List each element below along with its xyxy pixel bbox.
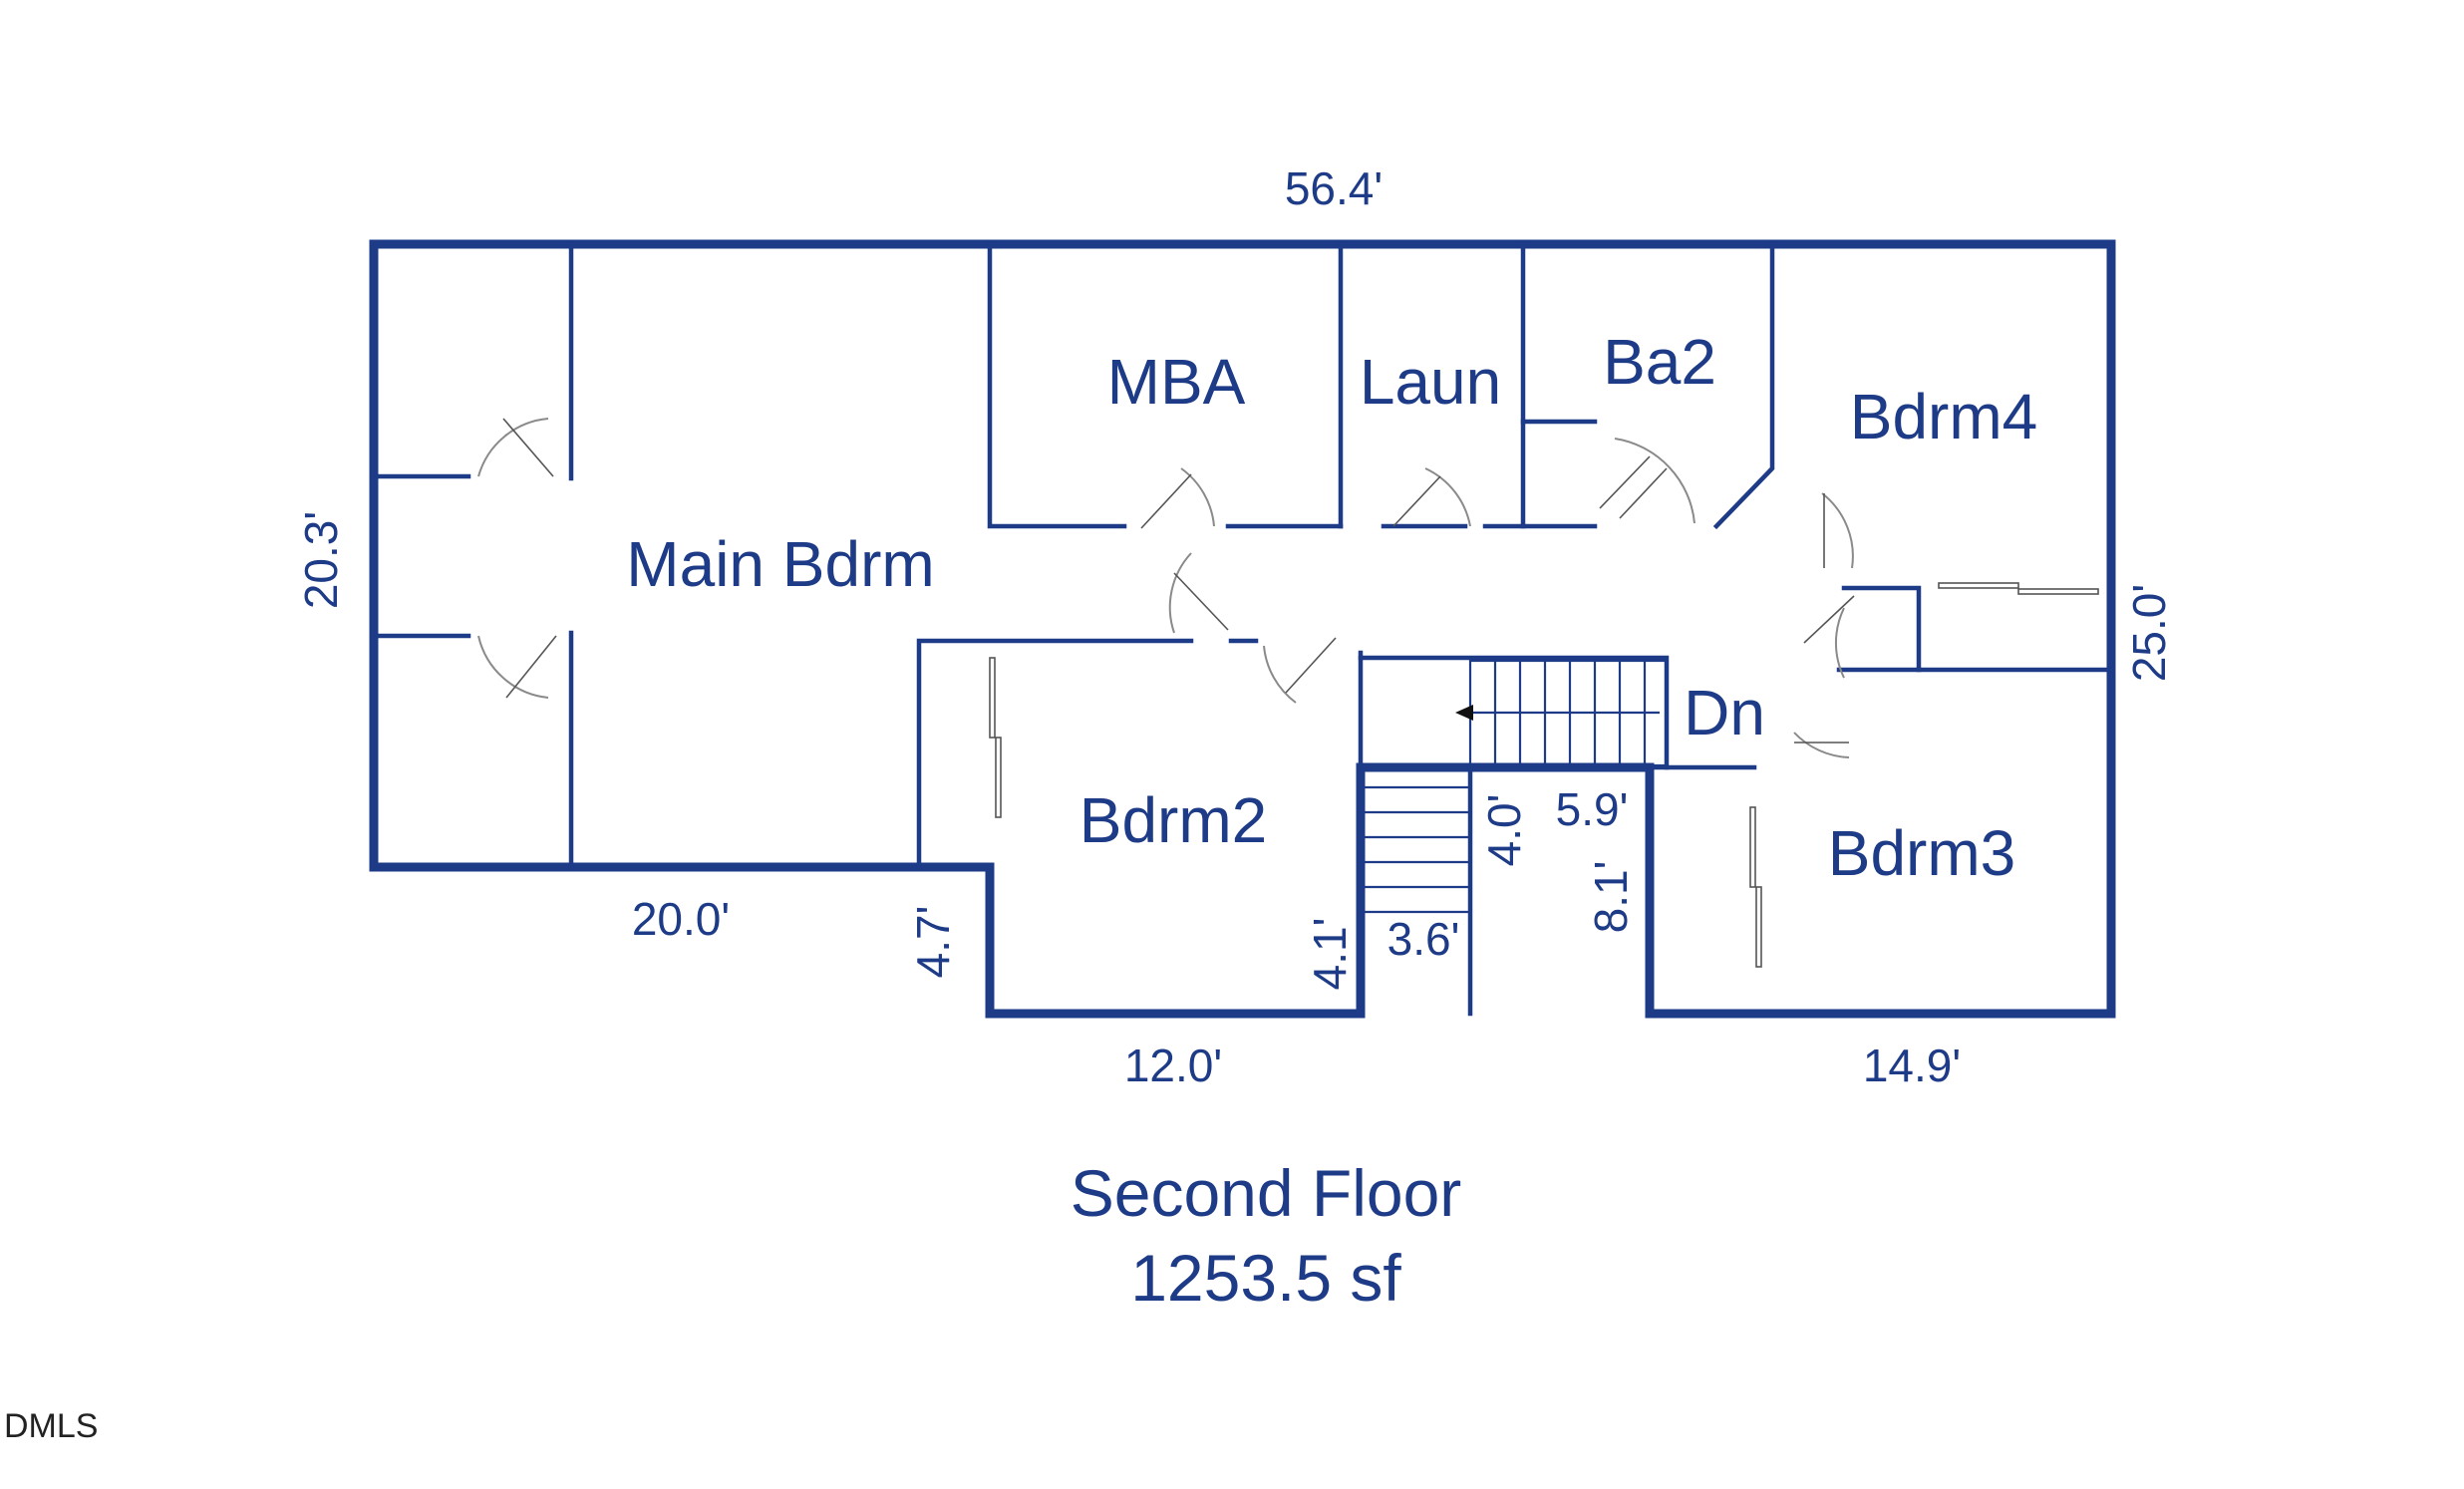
stair-direction-arrow-icon <box>1455 705 1473 721</box>
sliding-doors <box>989 582 2099 968</box>
dim-bdrm2-offset: 4.7' <box>907 906 959 979</box>
dim-stair-width: 3.6' <box>1387 913 1460 965</box>
floor-area: 1253.5 sf <box>1130 1241 1401 1315</box>
room-label-ba2: Ba2 <box>1603 326 1716 398</box>
dim-right-height: 25.0' <box>2123 584 2175 682</box>
dim-bdrm2-width: 12.0' <box>1124 1040 1222 1091</box>
door-swings <box>477 418 1855 758</box>
mls-watermark: DMLS <box>4 1407 98 1445</box>
dim-overall-width: 56.4' <box>1285 162 1383 214</box>
dim-landing-width: 5.9' <box>1556 783 1629 835</box>
room-label-bdrm2: Bdrm2 <box>1079 784 1268 856</box>
dim-left-height: 20.3' <box>295 511 347 609</box>
dim-bdrm3-width: 14.9' <box>1863 1040 1961 1091</box>
room-label-mba: MBA <box>1107 346 1246 418</box>
room-label-laun: Laun <box>1360 346 1501 418</box>
floor-name: Second Floor <box>1071 1156 1462 1230</box>
stair-label-dn: Dn <box>1684 677 1765 748</box>
staircase <box>1364 659 1669 914</box>
interior-walls <box>376 241 2114 1017</box>
room-label-bdrm3: Bdrm3 <box>1828 817 2016 889</box>
room-label-main-bdrm: Main Bdrm <box>626 528 934 600</box>
room-label-bdrm4: Bdrm4 <box>1850 381 2038 452</box>
dim-stair-depth: 4.0' <box>1478 794 1530 867</box>
dim-main-bdrm-width: 20.0' <box>632 893 730 945</box>
dim-bdrm2-step: 4.1' <box>1304 918 1356 991</box>
dim-bdrm3-offset: 8.1' <box>1585 861 1637 934</box>
